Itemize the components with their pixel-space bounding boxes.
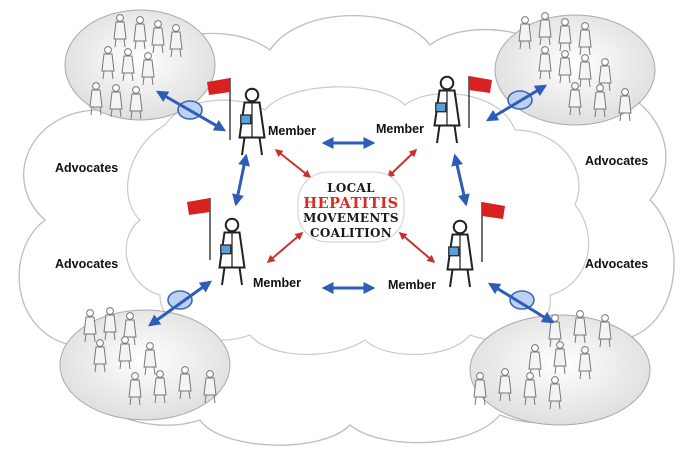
advocates-label-left-lower: Advocates: [55, 257, 119, 271]
member-figure-bottom-right: [446, 202, 505, 288]
coalition-line-1: LOCAL: [327, 181, 375, 195]
member-figure-bottom-left: [187, 198, 246, 286]
member-label-top-left: Member: [268, 124, 316, 138]
crowd-cloud-bottom-left: [59, 307, 231, 421]
member-label-bottom-left: Member: [253, 276, 301, 290]
coalition-title: LOCAL HEPATITIS MOVEMENTS COALITION: [303, 181, 399, 241]
coalition-box: [297, 171, 405, 243]
advocates-label-right-upper: Advocates: [585, 154, 649, 168]
member-label-top-right: Member: [376, 122, 424, 136]
member-label-bottom-right: Member: [388, 278, 436, 292]
coalition-line-4: COALITION: [309, 226, 393, 240]
coalition-line-2: HEPATITIS: [303, 195, 399, 212]
advocates-label-right-lower: Advocates: [585, 257, 649, 271]
coalition-line-3: MOVEMENTS: [303, 211, 399, 225]
crowd-cloud-bottom-right: [469, 310, 651, 426]
advocates-label-left-upper: Advocates: [55, 161, 119, 175]
member-figure-top-right: [433, 75, 492, 144]
member-arrows: [232, 137, 470, 294]
member-figure-top-left: [207, 78, 266, 156]
coalition-arrows: [266, 148, 436, 264]
advocate-arrows: [148, 84, 555, 327]
